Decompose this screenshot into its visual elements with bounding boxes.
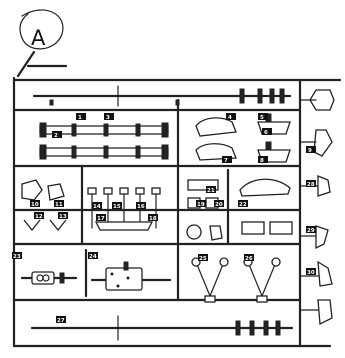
right-column-parts xyxy=(299,89,335,326)
part-label-8: 8 xyxy=(258,156,268,164)
svg-text:4: 4 xyxy=(228,115,232,121)
long-rod-top xyxy=(32,85,292,107)
svg-text:5: 5 xyxy=(260,115,264,121)
svg-text:19: 19 xyxy=(197,202,205,208)
svg-text:23: 23 xyxy=(13,254,21,260)
frame-label-a: A xyxy=(16,9,68,78)
part-label-1: 1 xyxy=(76,113,86,121)
part-label-24: 24 xyxy=(88,252,98,260)
part-label-13: 13 xyxy=(58,212,68,220)
part-label-5: 5 xyxy=(258,113,268,121)
chassis-frame-part-upper xyxy=(39,122,169,138)
svg-text:9: 9 xyxy=(308,148,312,154)
part-label-27: 27 xyxy=(56,316,66,324)
part-label-21: 21 xyxy=(206,186,216,194)
part-label-28: 28 xyxy=(306,180,316,188)
part-label-9: 9 xyxy=(306,146,316,154)
suspension-arm-parts xyxy=(195,113,291,163)
part-label-10: 10 xyxy=(30,200,40,208)
svg-text:15: 15 xyxy=(113,204,121,210)
svg-text:12: 12 xyxy=(35,214,43,220)
svg-text:11: 11 xyxy=(55,202,63,208)
part-label-29: 29 xyxy=(306,226,316,234)
part-label-26: 26 xyxy=(244,254,254,262)
svg-text:13: 13 xyxy=(59,214,67,220)
svg-text:21: 21 xyxy=(207,188,215,194)
part-label-20: 20 xyxy=(214,200,224,208)
svg-text:8: 8 xyxy=(260,158,264,164)
svg-text:20: 20 xyxy=(215,202,223,208)
part-label-30: 30 xyxy=(306,268,316,276)
svg-text:18: 18 xyxy=(149,216,157,222)
svg-text:14: 14 xyxy=(93,204,101,210)
v-link-parts xyxy=(191,257,281,303)
part-label-11: 11 xyxy=(54,200,64,208)
svg-text:17: 17 xyxy=(97,216,105,222)
part-label-2: 2 xyxy=(52,131,62,139)
part-label-14: 14 xyxy=(92,202,102,210)
small-parts-cluster xyxy=(186,178,293,241)
long-rod-bottom xyxy=(30,315,294,341)
svg-text:2: 2 xyxy=(54,133,58,139)
svg-text:24: 24 xyxy=(89,254,97,260)
sprue-frame xyxy=(12,76,342,348)
part-label-7: 7 xyxy=(222,156,232,164)
part-label-12: 12 xyxy=(34,212,44,220)
svg-text:3: 3 xyxy=(106,115,110,121)
svg-text:6: 6 xyxy=(264,130,268,136)
svg-text:10: 10 xyxy=(31,202,39,208)
part-label-3: 3 xyxy=(104,113,114,121)
svg-text:29: 29 xyxy=(307,228,315,234)
part-label-17: 17 xyxy=(96,214,106,222)
part-label-4: 4 xyxy=(226,113,236,121)
svg-text:7: 7 xyxy=(224,158,228,164)
part-label-22: 22 xyxy=(238,200,248,208)
chassis-frame-part-lower xyxy=(39,144,169,160)
part-label-15: 15 xyxy=(112,202,122,210)
part-label-25: 25 xyxy=(198,254,208,262)
gearbox-part xyxy=(90,261,172,291)
svg-text:22: 22 xyxy=(239,202,247,208)
svg-text:28: 28 xyxy=(307,182,315,188)
shock-absorber-parts xyxy=(87,187,161,231)
part-label-16: 16 xyxy=(136,202,146,210)
svg-text:16: 16 xyxy=(137,204,145,210)
part-labels: 1 2 3 4 5 6 7 8 9 10 11 12 13 14 15 16 1… xyxy=(12,113,316,324)
part-label-18: 18 xyxy=(148,214,158,222)
svg-text:1: 1 xyxy=(78,115,82,121)
svg-text:27: 27 xyxy=(57,318,65,324)
part-label-23: 23 xyxy=(12,252,22,260)
frame-pointer xyxy=(16,50,36,78)
svg-text:25: 25 xyxy=(199,256,207,262)
svg-text:26: 26 xyxy=(245,256,253,262)
frame-letter: A xyxy=(31,26,46,50)
part-label-19: 19 xyxy=(196,200,206,208)
axle-part xyxy=(20,271,78,285)
bracket-parts-left xyxy=(21,179,67,232)
svg-text:30: 30 xyxy=(307,270,315,276)
part-label-6: 6 xyxy=(262,128,272,136)
